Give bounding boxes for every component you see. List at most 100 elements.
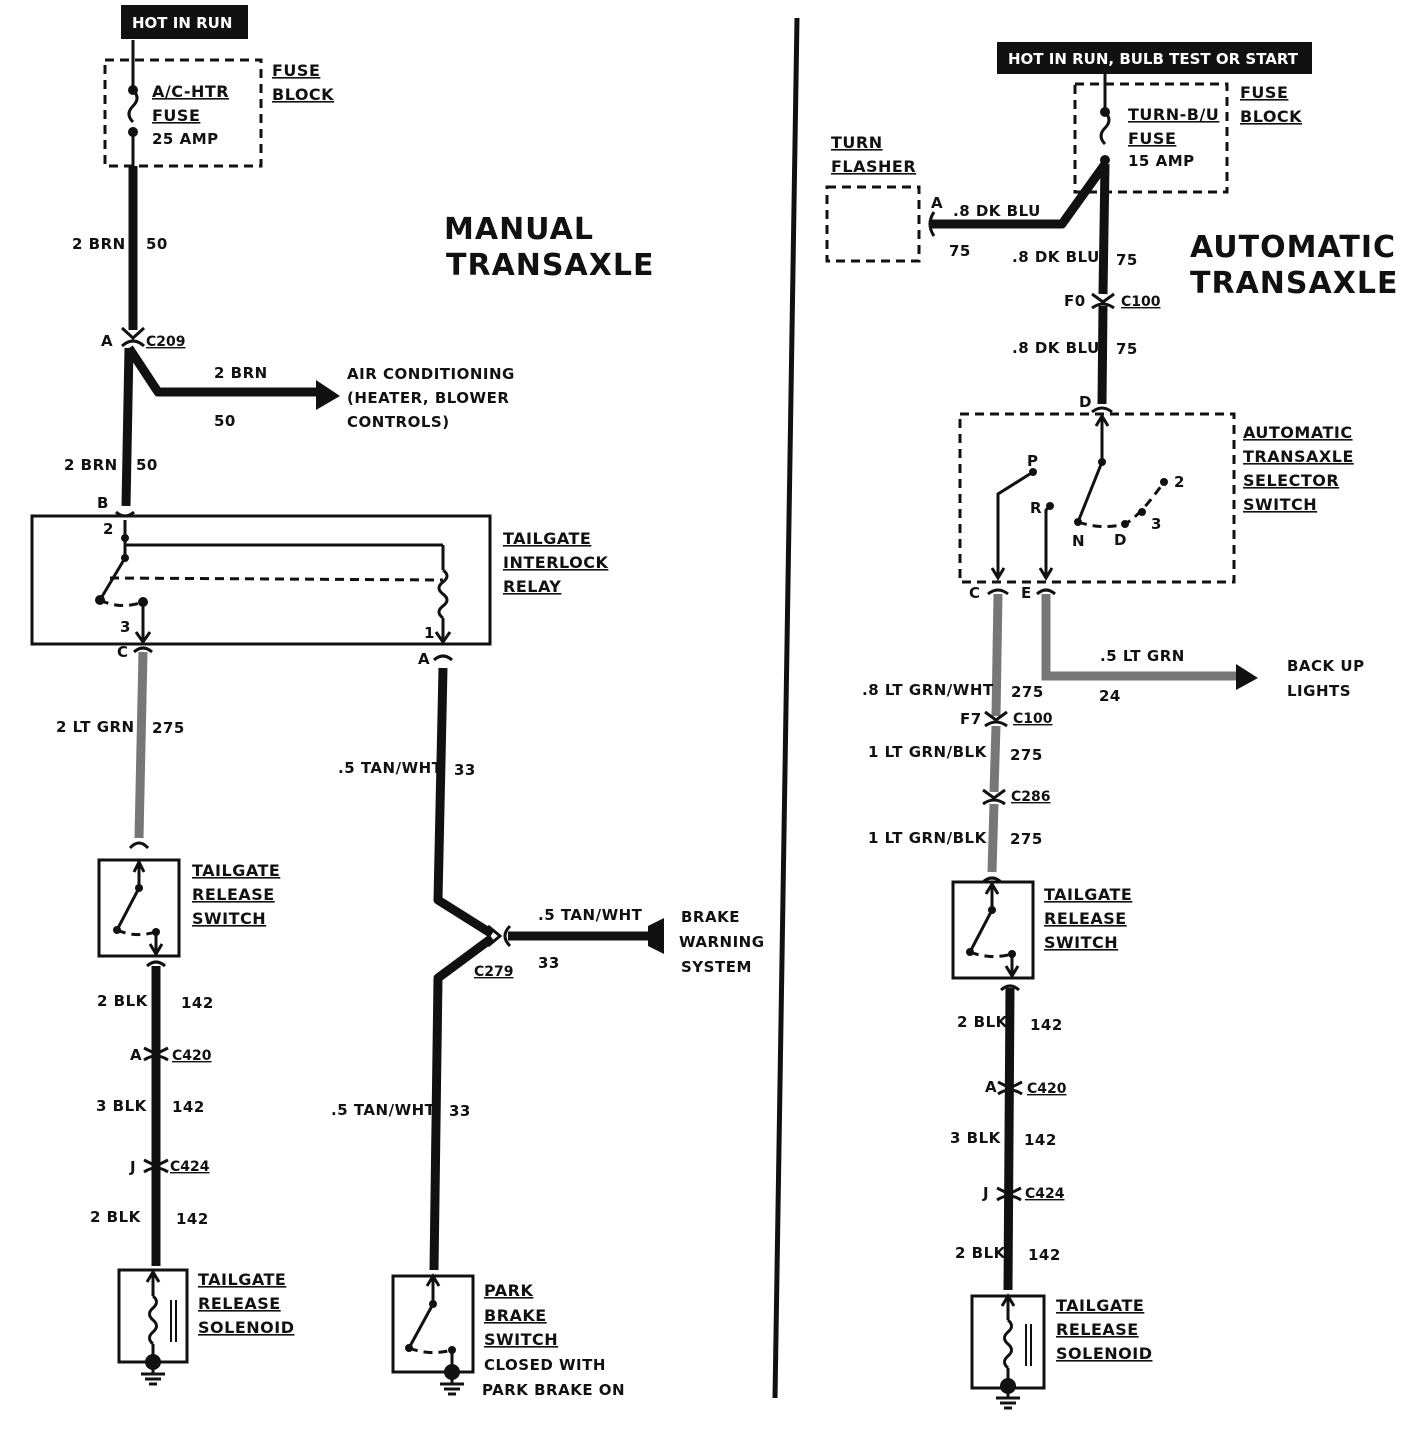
manual-park-note2: PARK BRAKE ON bbox=[482, 1381, 625, 1399]
manual-wire-ltgrn-circuit: 275 bbox=[152, 719, 185, 737]
manual-relay-name2: INTERLOCK bbox=[503, 553, 608, 572]
manual-park-note1: CLOSED WITH bbox=[484, 1356, 606, 1374]
automatic-fuse-rating: 15 AMP bbox=[1128, 152, 1195, 170]
manual-fuse-name2: FUSE bbox=[152, 106, 200, 125]
automatic-switch-open-dash bbox=[969, 950, 1013, 959]
manual-relay-pin1: 1 bbox=[424, 624, 435, 642]
manual-c420-name: C420 bbox=[172, 1048, 212, 1064]
manual-relay-mechanical-link bbox=[109, 576, 444, 582]
automatic-selector-p-lead bbox=[996, 470, 1034, 576]
automatic-wire-mid-circuit: 75 bbox=[1116, 340, 1138, 358]
manual-wire-brn-relay bbox=[121, 347, 134, 507]
automatic-wire-blk1-circuit: 142 bbox=[1030, 1016, 1063, 1034]
manual-relay-connector-a bbox=[433, 654, 453, 662]
automatic-fuse-block-label1: FUSE bbox=[1240, 83, 1288, 102]
automatic-selector-pos-3: 3 bbox=[1151, 515, 1162, 533]
automatic-wire-mid-gauge: .8 DK BLU bbox=[1012, 339, 1100, 357]
manual-switch-open-dash bbox=[116, 928, 157, 937]
manual-wire-blk2-circuit: 142 bbox=[172, 1098, 205, 1116]
manual-brake-gauge: .5 TAN/WHT bbox=[538, 906, 643, 924]
automatic-selector-arrow-e bbox=[1038, 567, 1054, 581]
manual-park-name1: PARK bbox=[484, 1281, 533, 1300]
automatic-c424-connector-bottom bbox=[996, 1194, 1022, 1202]
manual-wire-ltgrn-gauge: 2 LT GRN bbox=[56, 718, 135, 736]
manual-wire-top-circuit: 50 bbox=[146, 235, 168, 253]
manual-wire-ac-branch bbox=[125, 345, 318, 397]
automatic-transaxle-selector-switch bbox=[958, 412, 1236, 584]
manual-wire-lt-grn bbox=[134, 651, 148, 839]
automatic-selector-pos-p: P bbox=[1027, 452, 1039, 470]
automatic-wire-lt-grn-wht bbox=[991, 593, 1003, 717]
manual-fuse-rating: 25 AMP bbox=[152, 130, 219, 148]
manual-brake-dest3: SYSTEM bbox=[681, 958, 752, 976]
manual-relay-name3: RELAY bbox=[503, 577, 561, 596]
manual-wire-blk3-circuit: 142 bbox=[176, 1210, 209, 1228]
automatic-flasher-name2: FLASHER bbox=[831, 157, 916, 176]
manual-switch-name1: TAILGATE bbox=[192, 861, 280, 880]
manual-c209-connector-top bbox=[120, 326, 146, 341]
automatic-selector-name2: TRANSAXLE bbox=[1243, 447, 1354, 466]
manual-park-name3: SWITCH bbox=[484, 1330, 558, 1349]
automatic-selector-pos-r: R bbox=[1030, 499, 1042, 517]
automatic-wire-lt-grn-blk bbox=[989, 725, 1001, 793]
automatic-selector-dash bbox=[1077, 481, 1166, 529]
manual-ac-arrow bbox=[316, 380, 340, 410]
manual-wire-tan-top-gauge: .5 TAN/WHT bbox=[338, 759, 443, 777]
manual-c279-name: C279 bbox=[474, 964, 514, 980]
automatic-fuse-block-label2: BLOCK bbox=[1240, 107, 1302, 126]
automatic-backup-circuit: 24 bbox=[1099, 687, 1121, 705]
manual-transaxle-section: MANUAL TRANSAXLE HOT IN RUN A/C-HTR FUSE… bbox=[30, 5, 765, 1399]
manual-wire-blk3-gauge: 2 BLK bbox=[90, 1208, 142, 1226]
manual-wire-relay-circuit: 50 bbox=[136, 456, 158, 474]
automatic-wire-ltgrn1-circuit: 275 bbox=[1011, 683, 1044, 701]
manual-relay-pin-b: B bbox=[97, 494, 109, 512]
automatic-selector-arm bbox=[1076, 461, 1104, 523]
manual-fuse-block-label2: BLOCK bbox=[272, 85, 334, 104]
automatic-wire-ltgrn1-gauge: .8 LT GRN/WHT bbox=[862, 681, 994, 699]
automatic-wire-blk3-gauge: 2 BLK bbox=[955, 1244, 1007, 1262]
manual-switch-arm bbox=[115, 887, 141, 931]
automatic-wire-blk1-gauge: 2 BLK bbox=[957, 1013, 1009, 1031]
manual-c424-name: C424 bbox=[170, 1159, 210, 1175]
manual-relay-pin-a: A bbox=[418, 650, 430, 668]
automatic-c100b-connector-top bbox=[984, 710, 1008, 722]
manual-switch-connector-top bbox=[128, 841, 150, 850]
automatic-wire-ltgrn3-gauge: 1 LT GRN/BLK bbox=[868, 829, 988, 847]
manual-switch-name2: RELEASE bbox=[192, 885, 275, 904]
manual-brake-circuit: 33 bbox=[538, 954, 560, 972]
automatic-wire-blk3-circuit: 142 bbox=[1028, 1246, 1061, 1264]
manual-solenoid-name3: SOLENOID bbox=[198, 1318, 294, 1337]
manual-wire-blk1-circuit: 142 bbox=[181, 994, 214, 1012]
manual-relay-name1: TAILGATE bbox=[503, 529, 591, 548]
manual-relay-connector-c bbox=[133, 646, 153, 654]
manual-tailgate-interlock-relay bbox=[30, 514, 492, 646]
automatic-selector-pin-d: D bbox=[1079, 393, 1092, 411]
manual-solenoid-name2: RELEASE bbox=[198, 1294, 281, 1313]
automatic-fuse-block bbox=[1073, 82, 1229, 194]
automatic-wire-flasher bbox=[930, 161, 1109, 229]
automatic-backup-arrow bbox=[1236, 664, 1258, 690]
automatic-wire-lt-grn-blk-2 bbox=[987, 803, 999, 873]
manual-fuse-block bbox=[103, 58, 263, 168]
manual-wire-top-gauge: 2 BRN bbox=[72, 235, 126, 253]
automatic-selector-pin-c: C bbox=[969, 584, 981, 602]
manual-wire-tan-top bbox=[433, 667, 495, 938]
manual-park-name2: BRAKE bbox=[484, 1306, 547, 1325]
automatic-wire-top-gauge: .8 DK BLU bbox=[1012, 248, 1100, 266]
automatic-transaxle-section: AUTOMATIC TRANSAXLE HOT IN RUN, BULB TES… bbox=[825, 42, 1397, 1410]
manual-title-line1: MANUAL bbox=[444, 212, 594, 247]
automatic-c420-connector-top bbox=[997, 1080, 1023, 1090]
manual-c209-connector-bottom bbox=[120, 339, 146, 348]
manual-c279-connector-left bbox=[487, 924, 503, 948]
automatic-selector-pos-2: 2 bbox=[1174, 473, 1185, 491]
automatic-turn-flasher bbox=[825, 185, 921, 263]
manual-brake-dest2: WARNING bbox=[679, 933, 765, 951]
automatic-solenoid-name2: RELEASE bbox=[1056, 1320, 1139, 1339]
manual-relay-pin2: 2 bbox=[103, 520, 114, 538]
manual-wire-blk1-gauge: 2 BLK bbox=[97, 992, 149, 1010]
manual-relay-connector-b bbox=[115, 510, 135, 518]
automatic-c286-name: C286 bbox=[1011, 789, 1051, 805]
automatic-tailgate-release-switch bbox=[951, 880, 1035, 980]
automatic-switch-arrow-out bbox=[1004, 965, 1020, 979]
